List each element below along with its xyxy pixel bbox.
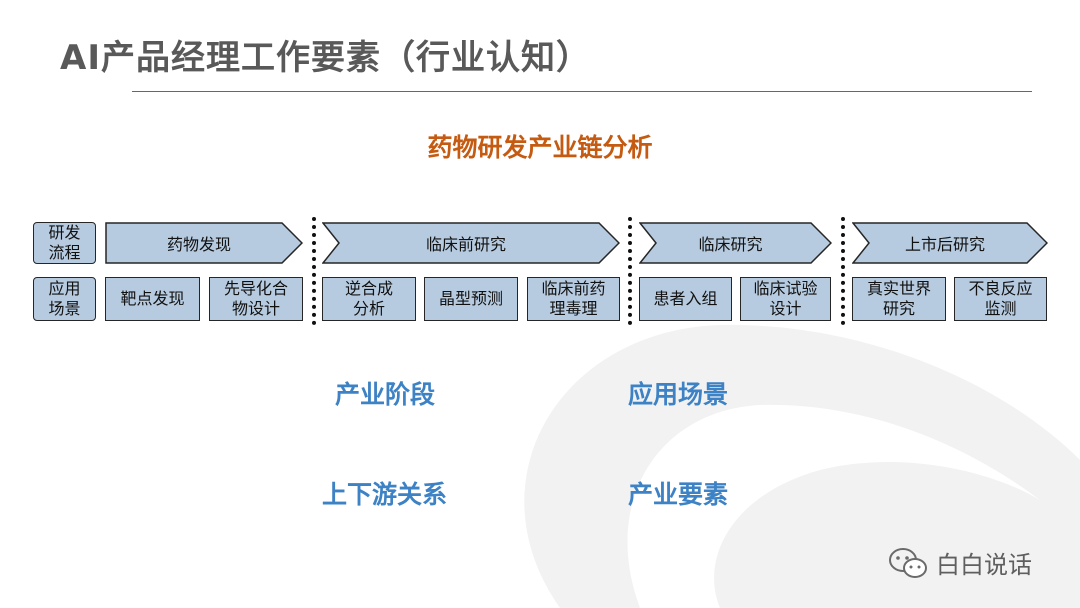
row-label-process: 研发 流程 [33, 222, 96, 264]
watermark-text: 白白说话 [936, 551, 1032, 579]
scenario-lead-compound-design: 先导化合 物设计 [209, 277, 303, 321]
stage-label: 临床前研究 [425, 235, 506, 254]
section-subtitle: 药物研发产业链分析 [427, 133, 653, 162]
scenario-label: 临床试验 设计 [753, 279, 818, 318]
scenario-preclinical-toxicology: 临床前药 理毒理 [527, 277, 620, 321]
stage-separator [628, 217, 632, 325]
arrow-shape [105, 222, 303, 264]
scenario-label: 真实世界 研究 [866, 279, 931, 318]
scenario-label: 不良反应 监测 [968, 279, 1033, 318]
keyword-application-scene: 应用场景 [628, 380, 729, 409]
scenario-adverse-reaction-monitoring: 不良反应 监测 [954, 277, 1047, 321]
scenario-label: 临床前药 理毒理 [541, 279, 606, 318]
title-underline [132, 91, 1032, 92]
scenario-label: 靶点发现 [120, 289, 185, 308]
stage-label: 上市后研究 [904, 235, 985, 254]
stage-label: 药物发现 [166, 235, 231, 254]
scenario-target-discovery: 靶点发现 [105, 277, 200, 321]
watermark: 白白说话 [888, 545, 1032, 580]
row-label-scenarios-text: 应用 场景 [48, 279, 81, 318]
row-label-scenarios: 应用 场景 [33, 277, 96, 321]
stage-label: 临床研究 [698, 235, 763, 254]
arrow-shape [322, 222, 620, 264]
scenario-crystal-prediction: 晶型预测 [424, 277, 518, 321]
stage-separator [312, 217, 316, 325]
scenario-label: 先导化合 物设计 [223, 279, 288, 318]
stage-arrow-clinical: 临床研究 [639, 222, 832, 264]
stage-separator [841, 217, 845, 325]
scenario-trial-design: 临床试验 设计 [740, 277, 831, 321]
wechat-icon [889, 547, 927, 578]
arrow-shape [639, 222, 832, 264]
arrow-shape [852, 222, 1048, 264]
keyword-industry-elements: 产业要素 [628, 480, 729, 509]
scenario-real-world-study: 真实世界 研究 [852, 277, 946, 321]
scenario-patient-enrollment: 患者入组 [639, 277, 732, 321]
scenario-label: 逆合成 分析 [344, 279, 393, 318]
stage-arrow-preclinical: 临床前研究 [322, 222, 620, 264]
keyword-industry-stage: 产业阶段 [335, 380, 436, 409]
scenario-retrosynthesis: 逆合成 分析 [322, 277, 416, 321]
row-label-process-text: 研发 流程 [48, 223, 81, 262]
scenario-label: 患者入组 [653, 289, 718, 308]
stage-arrow-drug-discovery: 药物发现 [105, 222, 303, 264]
stage-arrow-post-market: 上市后研究 [852, 222, 1048, 264]
scenario-label: 晶型预测 [438, 289, 503, 308]
page-title: AI产品经理工作要素（行业认知） [60, 38, 591, 78]
keyword-supply-chain: 上下游关系 [322, 480, 448, 509]
